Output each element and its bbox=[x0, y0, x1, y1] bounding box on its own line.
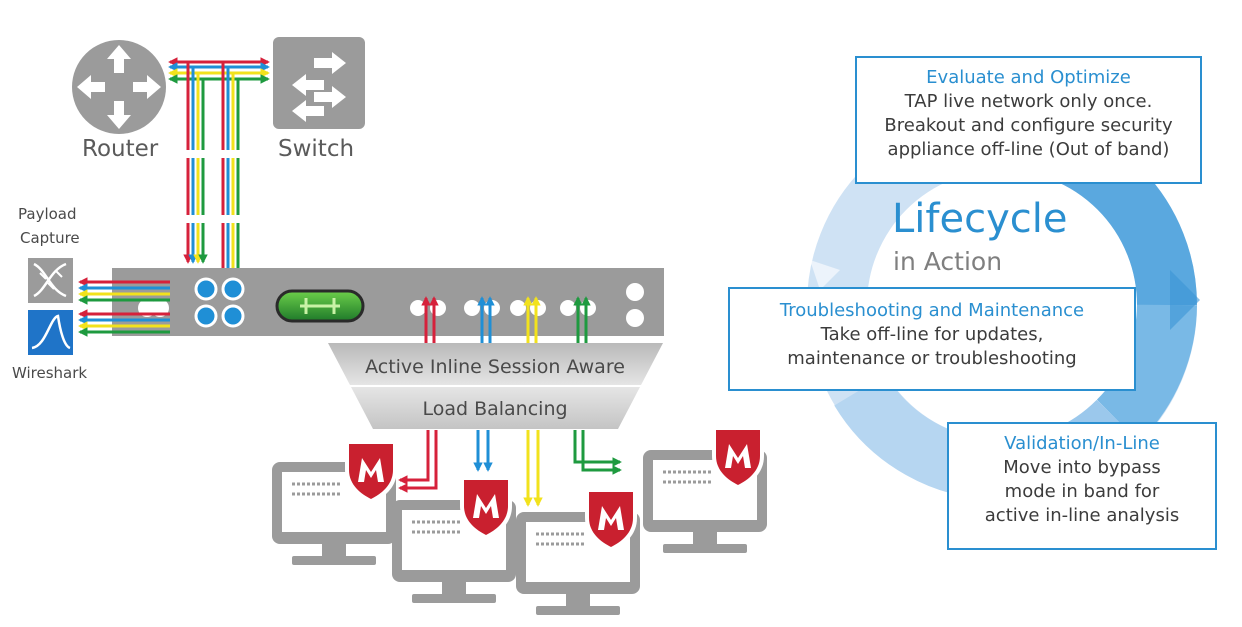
payload-capture-label-1: Payload bbox=[18, 205, 77, 223]
evaluate-line-3: appliance off-line (Out of band) bbox=[887, 139, 1170, 160]
router-switch-links bbox=[168, 57, 270, 84]
monitor-group bbox=[272, 426, 767, 615]
wireshark-label: Wireshark bbox=[12, 364, 88, 382]
evaluate-box: Evaluate and Optimize TAP live network o… bbox=[855, 56, 1202, 184]
switch-icon bbox=[273, 37, 365, 129]
shield-icon bbox=[712, 426, 764, 490]
shield-icon bbox=[585, 488, 637, 552]
shield-icon bbox=[345, 440, 397, 504]
lb-monitor-links bbox=[398, 430, 622, 507]
validation-line-2: mode in band for bbox=[1004, 481, 1160, 502]
evaluate-title: Evaluate and Optimize bbox=[926, 67, 1131, 88]
load-balancer-shape bbox=[328, 343, 663, 429]
lifecycle-title: Lifecycle bbox=[892, 196, 1068, 242]
switch-label: Switch bbox=[278, 136, 355, 162]
evaluate-line-1: TAP live network only once. bbox=[904, 91, 1153, 112]
troubleshooting-title: Troubleshooting and Maintenance bbox=[779, 300, 1085, 321]
dna-icon bbox=[28, 258, 73, 303]
payload-capture-label-2: Capture bbox=[20, 229, 80, 247]
lb-device-links bbox=[421, 296, 591, 343]
validation-line-1: Move into bypass bbox=[1003, 457, 1161, 478]
troubleshooting-line-1: Take off-line for updates, bbox=[820, 324, 1044, 345]
validation-box: Validation/In-Line Move into bypass mode… bbox=[947, 422, 1217, 550]
tap-lines bbox=[183, 62, 244, 297]
wireshark-icon bbox=[28, 310, 73, 355]
shield-icon bbox=[460, 476, 512, 540]
capture-links bbox=[78, 277, 170, 337]
validation-line-3: active in-line analysis bbox=[984, 505, 1180, 526]
validation-title: Validation/In-Line bbox=[1004, 433, 1160, 454]
load-balancer-line1: Active Inline Session Aware bbox=[365, 356, 625, 378]
router-label: Router bbox=[82, 136, 159, 162]
load-balancer-line2: Load Balancing bbox=[422, 398, 568, 420]
troubleshooting-box: Troubleshooting and Maintenance Take off… bbox=[728, 287, 1136, 391]
evaluate-line-2: Breakout and configure security bbox=[884, 115, 1173, 136]
lifecycle-subtitle: in Action bbox=[893, 247, 1003, 276]
packet-broker-device bbox=[112, 268, 664, 336]
troubleshooting-line-2: maintenance or troubleshooting bbox=[787, 348, 1077, 369]
router-icon bbox=[72, 40, 166, 134]
